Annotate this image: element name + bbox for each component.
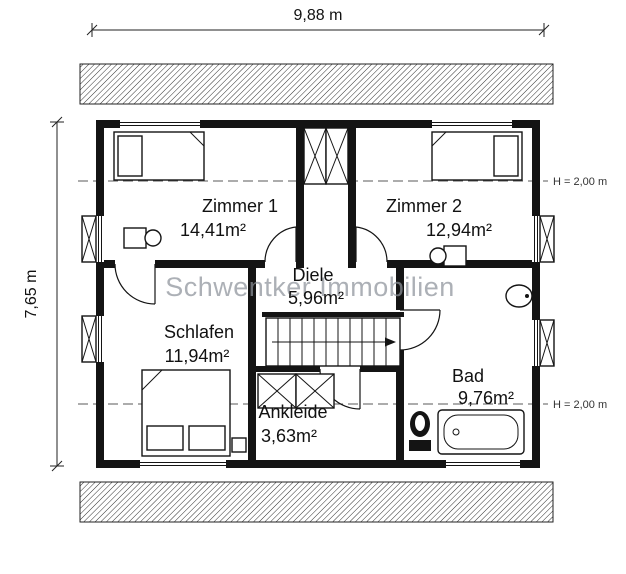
room-label-zimmer2: Zimmer 2 12,94m² bbox=[386, 196, 492, 240]
desk-chair-icon bbox=[429, 245, 467, 267]
dimension-left: 7,65 m bbox=[23, 116, 64, 472]
bathtub-icon bbox=[437, 409, 525, 455]
door-arc bbox=[114, 263, 156, 305]
room-area: 3,63m² bbox=[261, 426, 317, 446]
window-icon bbox=[81, 315, 102, 363]
roof-overhang-bottom bbox=[79, 481, 554, 523]
window-icon bbox=[81, 215, 102, 263]
roof-overhang-top bbox=[79, 63, 554, 105]
room-name: Ankleide bbox=[258, 402, 327, 422]
window-icon bbox=[432, 122, 512, 126]
room-name: Diele bbox=[292, 265, 333, 285]
stair-guard-wall bbox=[262, 312, 404, 317]
stairs bbox=[265, 317, 401, 367]
bed-icon bbox=[431, 131, 523, 181]
room-name: Zimmer 1 bbox=[202, 196, 278, 216]
sink-icon bbox=[505, 284, 533, 308]
desk-chair-icon bbox=[123, 227, 162, 249]
stair-direction-arrow bbox=[385, 337, 396, 347]
dimension-top: 9,88 m bbox=[86, 7, 550, 37]
room-area: 12,94m² bbox=[426, 220, 492, 240]
window-icon bbox=[140, 462, 226, 466]
windows bbox=[81, 122, 555, 466]
window-icon bbox=[534, 319, 555, 367]
exterior-walls bbox=[96, 120, 540, 468]
door-arc bbox=[264, 226, 297, 263]
room-name: Zimmer 2 bbox=[386, 196, 462, 216]
bed-icon bbox=[113, 131, 205, 181]
room-area: 5,96m² bbox=[288, 288, 344, 308]
room-label-bad: Bad 9,76m² bbox=[452, 366, 514, 408]
room-label-ankleide: Ankleide 3,63m² bbox=[258, 402, 327, 446]
room-area: 11,94m² bbox=[165, 346, 230, 366]
window-icon bbox=[534, 215, 555, 263]
height-marker-bottom-label: H = 2,00 m bbox=[553, 399, 607, 411]
room-label-zimmer1: Zimmer 1 14,41m² bbox=[180, 196, 278, 240]
watermark-text: Schwentker Immobilien bbox=[165, 272, 455, 302]
room-area: 9,76m² bbox=[458, 388, 514, 408]
wardrobe-icon bbox=[295, 373, 335, 409]
room-name: Schlafen bbox=[164, 322, 234, 342]
width-dimension-label: 9,88 m bbox=[294, 7, 343, 24]
height-dimension-label: 7,65 m bbox=[23, 270, 40, 319]
room-name: Bad bbox=[452, 366, 484, 386]
furniture bbox=[113, 131, 533, 457]
nightstand-icon bbox=[231, 437, 247, 453]
room-area: 14,41m² bbox=[180, 220, 246, 240]
door-arc bbox=[355, 226, 388, 263]
bed-icon bbox=[141, 369, 247, 457]
room-label-schlafen: Schlafen 11,94m² bbox=[164, 322, 234, 366]
room-label-diele: Diele 5,96m² bbox=[288, 265, 344, 308]
chimney-icon bbox=[303, 127, 349, 185]
toilet-icon bbox=[409, 411, 431, 451]
window-icon bbox=[446, 462, 520, 466]
door-arc bbox=[399, 309, 441, 351]
window-icon bbox=[120, 122, 200, 126]
height-marker-top-label: H = 2,00 m bbox=[553, 176, 607, 188]
